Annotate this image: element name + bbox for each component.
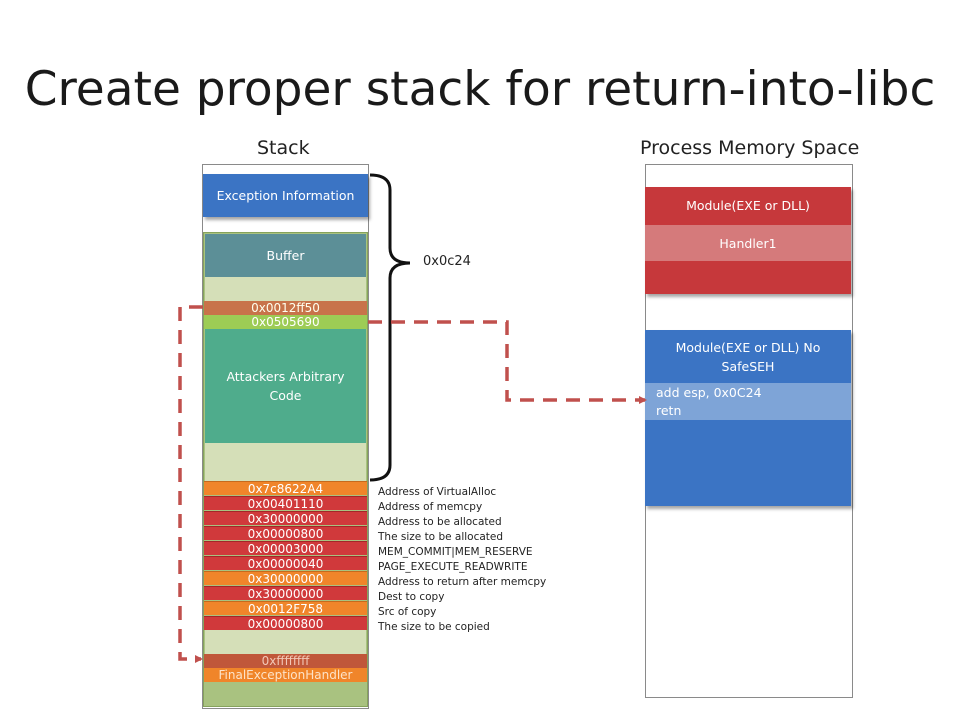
- stack-value-row: 0x00401110: [204, 496, 367, 511]
- module2-header: Module(EXE or DLL) No SafeSEH: [645, 333, 851, 381]
- pad-top: [205, 277, 366, 302]
- stack-value-note: Address of VirtualAlloc: [378, 486, 497, 498]
- attacker-code-label: Attackers Arbitrary Code: [226, 369, 345, 403]
- gadget-line-1: add esp, 0x0C24: [656, 385, 762, 400]
- stack-value-row: 0x00003000: [204, 541, 367, 556]
- pad-middle: [205, 443, 366, 481]
- slide-title: Create proper stack for return-into-libc: [24, 62, 936, 117]
- module2-label: Module(EXE or DLL) No SafeSEH: [675, 340, 821, 374]
- stack-value-note: Dest to copy: [378, 591, 445, 603]
- stack-heading: Stack: [257, 137, 310, 159]
- memory-heading: Process Memory Space: [640, 137, 860, 159]
- addr-0505690: 0x0505690: [204, 315, 367, 329]
- stack-value-row: 0x00000800: [204, 526, 367, 541]
- stack-value-note: MEM_COMMIT|MEM_RESERVE: [378, 546, 533, 558]
- brace-size-label: 0x0c24: [423, 254, 471, 269]
- stack-value-note: Address to return after memcpy: [378, 576, 547, 588]
- stack-value-note: Address of memcpy: [378, 501, 483, 513]
- stack-value-row: 0x7c8622A4: [204, 481, 367, 496]
- gadget-line-2: retn: [656, 403, 682, 418]
- stack-value-note: Address to be allocated: [378, 516, 502, 528]
- arrow-to-gadget: [368, 320, 647, 404]
- stack-value-note: The size to be copied: [378, 621, 490, 633]
- stack-value-row: 0x30000000: [204, 586, 367, 601]
- handler1-label: Handler1: [719, 235, 777, 251]
- buffer-block: Buffer: [205, 234, 366, 277]
- buffer-label: Buffer: [266, 248, 305, 263]
- exception-information-block: Exception Information: [203, 174, 368, 217]
- pad-bottom: [205, 630, 366, 654]
- addr-ffffffff: 0xffffffff: [204, 654, 367, 668]
- stack-value-row: 0x30000000: [204, 571, 367, 586]
- stack-value-row: 0x00000800: [204, 616, 367, 631]
- attacker-code-block: Attackers Arbitrary Code: [205, 329, 366, 443]
- exception-information-label: Exception Information: [216, 188, 355, 203]
- stack-value-row: 0x30000000: [204, 511, 367, 526]
- handler1-block: Handler1: [645, 225, 851, 261]
- size-brace: [369, 173, 411, 482]
- stack-value-note: Src of copy: [378, 606, 437, 618]
- final-exception-handler: FinalExceptionHandler: [204, 668, 367, 682]
- arrow-to-ffffffff: [178, 305, 203, 663]
- gadget-block: [645, 383, 851, 420]
- module1-label: Module(EXE or DLL): [686, 197, 810, 213]
- addr-0012ff50: 0x0012ff50: [204, 301, 367, 315]
- module1-header: Module(EXE or DLL): [645, 187, 851, 223]
- stack-value-row: 0x0012F758: [204, 601, 367, 616]
- stack-value-note: PAGE_EXECUTE_READWRITE: [378, 561, 528, 573]
- stack-value-note: The size to be allocated: [378, 531, 504, 543]
- stack-value-row: 0x00000040: [204, 556, 367, 571]
